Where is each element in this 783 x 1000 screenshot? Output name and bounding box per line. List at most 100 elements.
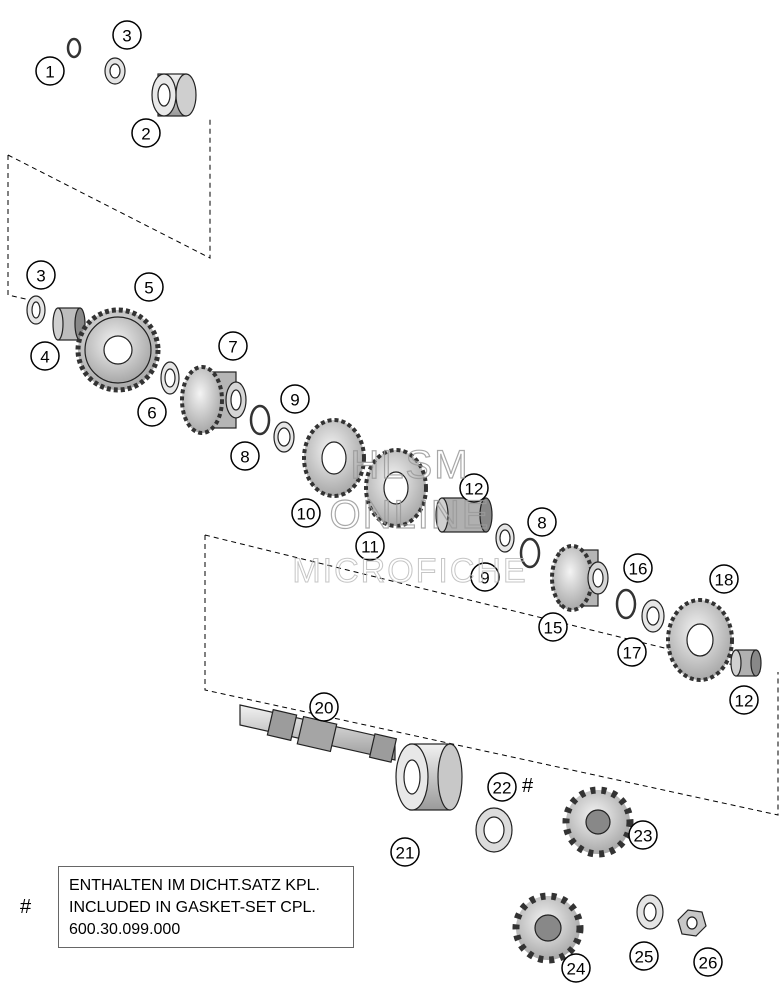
callout-20: 20 — [309, 692, 339, 722]
parts-group-top — [26, 37, 762, 682]
callout-12: 12 — [459, 473, 489, 503]
legend-marker: # — [20, 896, 32, 918]
callout-circle — [617, 637, 647, 667]
callout-circle — [729, 685, 759, 715]
callout-9: 9 — [280, 384, 310, 414]
sprocket-part-23 — [562, 786, 634, 858]
needle-bearing-part-12a — [435, 497, 493, 533]
callout-number: 22 — [493, 779, 512, 798]
callout-16: 16 — [623, 553, 653, 583]
callout-1: 1 — [35, 56, 65, 86]
callout-circle — [459, 473, 489, 503]
callout-circle — [112, 20, 142, 50]
callout-number: 15 — [544, 619, 563, 638]
callout-number: 8 — [240, 448, 249, 467]
callout-number: 16 — [629, 560, 648, 579]
callout-8: 8 — [230, 441, 260, 471]
callout-18: 18 — [709, 564, 739, 594]
callout-3: 3 — [112, 20, 142, 50]
callout-8: 8 — [527, 507, 557, 537]
callout-circle — [355, 531, 385, 561]
watermark-line-1: HLSM — [350, 443, 469, 487]
parts-group-bottom — [239, 704, 707, 964]
callout-circle — [538, 612, 568, 642]
callout-circle — [628, 820, 658, 850]
part-number-callouts: 1233456788991011121215161718202122232425… — [26, 20, 759, 983]
callout-circle — [131, 118, 161, 148]
callout-circle — [134, 272, 164, 302]
lock-washer-part — [636, 894, 664, 930]
callout-number: 9 — [290, 391, 299, 410]
callout-number: 18 — [715, 571, 734, 590]
callout-circle — [280, 384, 310, 414]
callout-circle — [623, 553, 653, 583]
watermark-line-2: ONLINE — [330, 493, 491, 537]
callout-circle — [561, 953, 591, 983]
callout-9: 9 — [470, 562, 500, 592]
callout-number: 1 — [45, 63, 54, 82]
callout-circle — [527, 507, 557, 537]
gear-part-11 — [364, 448, 428, 528]
callout-2: 2 — [131, 118, 161, 148]
callout-26: 26 — [693, 947, 723, 977]
callout-15: 15 — [538, 612, 568, 642]
callout-17: 17 — [617, 637, 647, 667]
callout-number: 9 — [480, 569, 489, 588]
callout-number: 8 — [537, 514, 546, 533]
callout-number: 20 — [315, 699, 334, 718]
shaft-seal-part — [475, 807, 513, 853]
callout-number: 23 — [634, 827, 653, 846]
callout-circle — [470, 562, 500, 592]
callout-number: 7 — [228, 338, 237, 357]
callout-circle — [309, 692, 339, 722]
main-shaft-part — [239, 704, 398, 763]
nut-part — [677, 909, 707, 937]
callout-circle — [709, 564, 739, 594]
callout-number: 12 — [465, 480, 484, 499]
needle-bearing-part-12b — [730, 649, 762, 677]
callout-circle — [30, 341, 60, 371]
callout-7: 7 — [218, 331, 248, 361]
callout-circle — [218, 331, 248, 361]
gear-part-18 — [666, 598, 734, 682]
gear-part-15 — [550, 544, 609, 612]
legend-part-number: 600.30.099.000 — [69, 921, 181, 938]
sprocket-part-24 — [512, 892, 584, 964]
gear-part-5 — [75, 307, 161, 393]
gear-part-7 — [180, 365, 247, 435]
callout-number: 25 — [635, 948, 654, 967]
callout-number: 3 — [36, 267, 45, 286]
callout-number: 11 — [361, 538, 379, 557]
callout-number: 26 — [699, 954, 718, 973]
callout-circle — [35, 56, 65, 86]
callout-number: 5 — [144, 279, 153, 298]
callout-circle — [390, 837, 420, 867]
circlip-part-8b — [519, 537, 541, 569]
callout-number: 24 — [567, 960, 586, 979]
callout-circle — [230, 441, 260, 471]
callout-number: 17 — [623, 644, 642, 663]
legend-box: ENTHALTEN IM DICHT.SATZ KPL. INCLUDED IN… — [58, 866, 354, 948]
gasket-set-marker: # — [522, 775, 534, 797]
callout-number: 4 — [40, 348, 49, 367]
callout-3: 3 — [26, 260, 56, 290]
watermark: HLSM ONLINE MICROFICHE — [292, 442, 526, 590]
callout-21: 21 — [390, 837, 420, 867]
legend-line-english: INCLUDED IN GASKET-SET CPL. — [69, 899, 316, 916]
callout-number: 2 — [141, 125, 150, 144]
legend-line-german: ENTHALTEN IM DICHT.SATZ KPL. — [69, 877, 320, 894]
callout-25: 25 — [629, 941, 659, 971]
callout-10: 10 — [291, 498, 321, 528]
callout-22: 22 — [487, 772, 517, 802]
callout-circle — [629, 941, 659, 971]
callout-24: 24 — [561, 953, 591, 983]
callout-circle — [137, 397, 167, 427]
callout-12: 12 — [729, 685, 759, 715]
callout-number: 21 — [396, 844, 415, 863]
circlip-part — [66, 37, 82, 59]
callout-number: 6 — [147, 404, 156, 423]
callout-number: 3 — [122, 27, 131, 46]
callout-circle — [26, 260, 56, 290]
circlip-part-8a — [249, 404, 271, 436]
bearing-part — [151, 73, 197, 117]
